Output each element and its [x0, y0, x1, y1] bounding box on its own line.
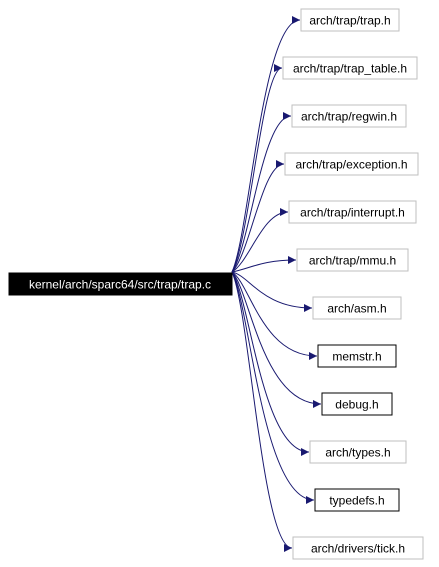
- include-node-label: arch/trap/exception.h: [295, 158, 407, 172]
- dependency-edge: [231, 271, 313, 312]
- include-node-label: arch/asm.h: [327, 302, 386, 316]
- include-node[interactable]: arch/trap/interrupt.h: [288, 200, 417, 224]
- graph-nodes: kernel/arch/sparc64/src/trap/trap.c arch…: [8, 8, 424, 560]
- include-node[interactable]: arch/trap/mmu.h: [296, 248, 409, 272]
- include-node-box: [284, 152, 419, 176]
- include-node-box: [292, 536, 424, 560]
- include-node[interactable]: arch/trap/trap.h: [300, 8, 400, 32]
- dependency-edge: [231, 160, 285, 273]
- include-node-label: arch/trap/interrupt.h: [300, 206, 405, 220]
- root-node-box: [8, 272, 233, 296]
- dependency-edge: [231, 271, 315, 504]
- include-node-box: [321, 392, 393, 416]
- include-node-box: [291, 104, 407, 128]
- include-node-label: arch/trap/mmu.h: [309, 254, 396, 268]
- include-node-label: debug.h: [335, 398, 378, 412]
- dependency-edge: [231, 16, 301, 273]
- include-node-label: memstr.h: [332, 350, 381, 364]
- include-node-label: typedefs.h: [329, 494, 384, 508]
- include-node-box: [314, 488, 400, 512]
- include-node[interactable]: debug.h: [321, 392, 393, 416]
- dependency-edge: [231, 256, 297, 273]
- root-node-label: kernel/arch/sparc64/src/trap/trap.c: [29, 278, 211, 292]
- include-node-label: arch/trap/trap.h: [309, 14, 390, 28]
- root-node[interactable]: kernel/arch/sparc64/src/trap/trap.c: [8, 272, 233, 296]
- include-node-label: arch/trap/regwin.h: [301, 110, 397, 124]
- include-node-box: [309, 440, 407, 464]
- include-node-box: [312, 296, 402, 320]
- include-node-box: [282, 56, 418, 80]
- include-node[interactable]: arch/drivers/tick.h: [292, 536, 424, 560]
- include-node-label: arch/drivers/tick.h: [311, 542, 405, 556]
- dependency-edge: [231, 271, 293, 552]
- include-node-label: arch/types.h: [325, 446, 390, 460]
- dependency-edges: [231, 16, 322, 552]
- include-node-box: [300, 8, 400, 32]
- include-node-box: [317, 344, 397, 368]
- include-node[interactable]: arch/types.h: [309, 440, 407, 464]
- dependency-edge: [231, 64, 283, 273]
- dependency-edge: [231, 208, 289, 273]
- include-node[interactable]: arch/asm.h: [312, 296, 402, 320]
- include-node-box: [288, 200, 417, 224]
- include-node[interactable]: arch/trap/regwin.h: [291, 104, 407, 128]
- dependency-edge: [231, 271, 310, 456]
- include-node-label: arch/trap/trap_table.h: [293, 62, 407, 76]
- include-node-box: [296, 248, 409, 272]
- dependency-edge: [231, 271, 318, 360]
- include-node[interactable]: arch/trap/trap_table.h: [282, 56, 418, 80]
- include-node[interactable]: memstr.h: [317, 344, 397, 368]
- include-node[interactable]: arch/trap/exception.h: [284, 152, 419, 176]
- dependency-edge: [231, 112, 292, 273]
- include-node[interactable]: typedefs.h: [314, 488, 400, 512]
- dependency-edge: [231, 271, 322, 408]
